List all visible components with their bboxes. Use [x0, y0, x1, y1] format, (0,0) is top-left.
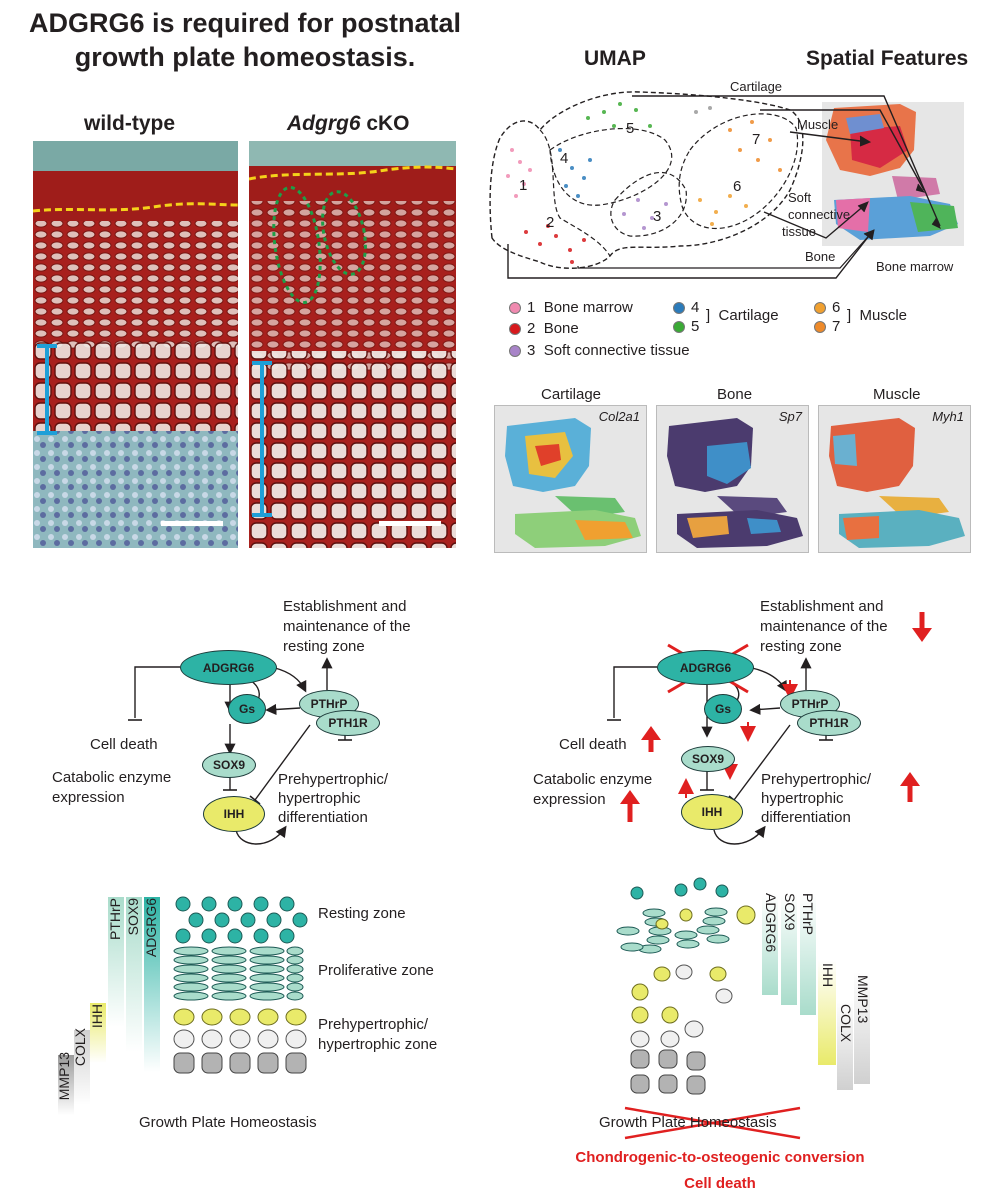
right-marker-colx: COLX: [838, 1004, 854, 1043]
right-node-adgrg6: ADGRG6: [657, 650, 754, 685]
right-label-homeostasis-struck: Growth Plate Homeostasis: [599, 1114, 777, 1131]
legend-dot-3: [509, 345, 521, 358]
feature-map-title-muscle: Muscle: [873, 386, 921, 403]
legend-item-4: 4: [673, 299, 699, 316]
legend-item-1: 1 Bone marrow: [509, 299, 633, 316]
legend-item-6: 6: [814, 299, 840, 316]
right-marker-adgrg6: ADGRG6: [763, 893, 779, 953]
right-label-cell-death: Cell death: [559, 736, 627, 753]
right-marker-sox9: SOX9: [782, 893, 798, 931]
left-label-prehypertrophic: Prehypertrophic/ hypertrophic differenti…: [278, 771, 389, 826]
legend-dot-2: [509, 323, 521, 336]
title-line-2: growth plate homeostasis.: [74, 42, 416, 72]
cko-suffix: cKO: [360, 112, 410, 135]
left-node-sox9: SOX9: [202, 752, 256, 778]
feature-map-bone: Sp7: [656, 405, 809, 553]
spatial-features-header: Spatial Features: [806, 47, 969, 70]
legend-dot-6: [814, 302, 826, 315]
legend-dot-4: [673, 302, 685, 315]
right-marker-mmp13: MMP13: [855, 975, 871, 1024]
left-node-pth1r: PTH1R: [316, 710, 380, 736]
feature-map-cartilage: Col2a1: [494, 405, 647, 553]
annotation-bone: Bone: [805, 249, 836, 264]
legend-muscle-group: ] Muscle: [847, 307, 908, 324]
left-marker-ihh: IHH: [89, 1004, 105, 1029]
title-line-1: ADGRG6 is required for postnatal: [28, 8, 462, 38]
annotation-cartilage: Cartilage: [730, 79, 783, 94]
left-node-gs: Gs: [228, 694, 266, 724]
annotation-muscle: Muscle: [797, 117, 839, 132]
left-label-establishment: Establishment and maintenance of the res…: [283, 598, 411, 655]
right-node-ihh: IHH: [681, 794, 743, 830]
cluster-number-4: 4: [560, 150, 569, 167]
left-label-cell-death: Cell death: [90, 736, 158, 753]
zone-label-resting: Resting zone: [318, 905, 406, 922]
zone-label-proliferative: Proliferative zone: [318, 962, 434, 979]
legend-dot-5: [673, 321, 685, 334]
annotation-soft-connective-tissue: Soft connective tissue: [782, 189, 851, 240]
feature-map-title-cartilage: Cartilage: [541, 386, 602, 403]
zone-label-prehypertrophic: Prehypertrophic/ hypertrophic zone: [318, 1016, 438, 1053]
right-node-gs: Gs: [704, 694, 742, 724]
legend-item-5: 5: [673, 318, 699, 335]
cko-histology-image: [249, 141, 456, 548]
figure-title: ADGRG6 is required for postnatal growth …: [10, 6, 480, 74]
left-marker-adgrg6: ADGRG6: [143, 898, 159, 958]
right-marker-ihh: IHH: [820, 963, 836, 988]
cluster-number-5: 5: [626, 120, 635, 137]
left-marker-colx: COLX: [72, 1028, 88, 1067]
feature-map-gene-col2a1: Col2a1: [598, 409, 640, 424]
left-node-adgrg6: ADGRG6: [180, 650, 277, 685]
right-node-sox9: SOX9: [681, 746, 735, 772]
soft-line-2: connective: [788, 207, 851, 222]
left-label-homeostasis: Growth Plate Homeostasis: [139, 1114, 317, 1131]
left-marker-sox9: SOX9: [125, 898, 141, 936]
legend-item-2: 2 Bone: [509, 320, 579, 337]
left-marker-mmp13: MMP13: [56, 1052, 72, 1101]
wild-type-header: wild-type: [84, 112, 176, 135]
wild-type-histology-image: [33, 141, 238, 548]
cluster-number-6: 6: [733, 178, 742, 195]
legend-item-3: 3 Soft connective tissue: [509, 342, 690, 359]
legend-dot-1: [509, 302, 521, 315]
right-node-pth1r: PTH1R: [797, 710, 861, 736]
cluster-number-1: 1: [519, 177, 528, 194]
soft-line-3: tissue: [782, 224, 816, 239]
feature-map-title-bone: Bone: [717, 386, 753, 403]
left-marker-pthrp: PTHrP: [107, 898, 123, 940]
legend-item-7: 7: [814, 318, 840, 335]
feature-map-gene-myh1: Myh1: [932, 409, 964, 424]
cluster-number-7: 7: [752, 131, 761, 148]
cko-gene-name: Adgrg6: [287, 112, 361, 135]
annotation-bone-marrow: Bone marrow: [876, 259, 954, 274]
cluster-number-2: 2: [546, 214, 555, 231]
cell-death-red-label: Cell death: [684, 1175, 756, 1192]
feature-map-gene-sp7: Sp7: [778, 409, 802, 424]
left-label-catabolic: Catabolic enzyme expression: [52, 769, 172, 806]
right-label-prehypertrophic: Prehypertrophic/ hypertrophic differenti…: [761, 771, 872, 826]
cko-header: Adgrg6 cKO: [287, 112, 410, 136]
feature-map-muscle: Myh1: [818, 405, 971, 553]
umap-header: UMAP: [584, 47, 646, 70]
right-label-catabolic: Catabolic enzyme expression: [533, 771, 653, 808]
legend-cartilage-group: ] Cartilage: [706, 307, 779, 324]
right-label-establishment: Establishment and maintenance of the res…: [760, 598, 888, 655]
right-marker-pthrp: PTHrP: [800, 893, 816, 935]
soft-line-1: Soft: [788, 190, 812, 205]
conversion-label: Chondrogenic-to-osteogenic conversion: [575, 1149, 865, 1166]
legend-dot-7: [814, 321, 826, 334]
cluster-number-3: 3: [653, 208, 662, 225]
left-node-ihh: IHH: [203, 796, 265, 832]
